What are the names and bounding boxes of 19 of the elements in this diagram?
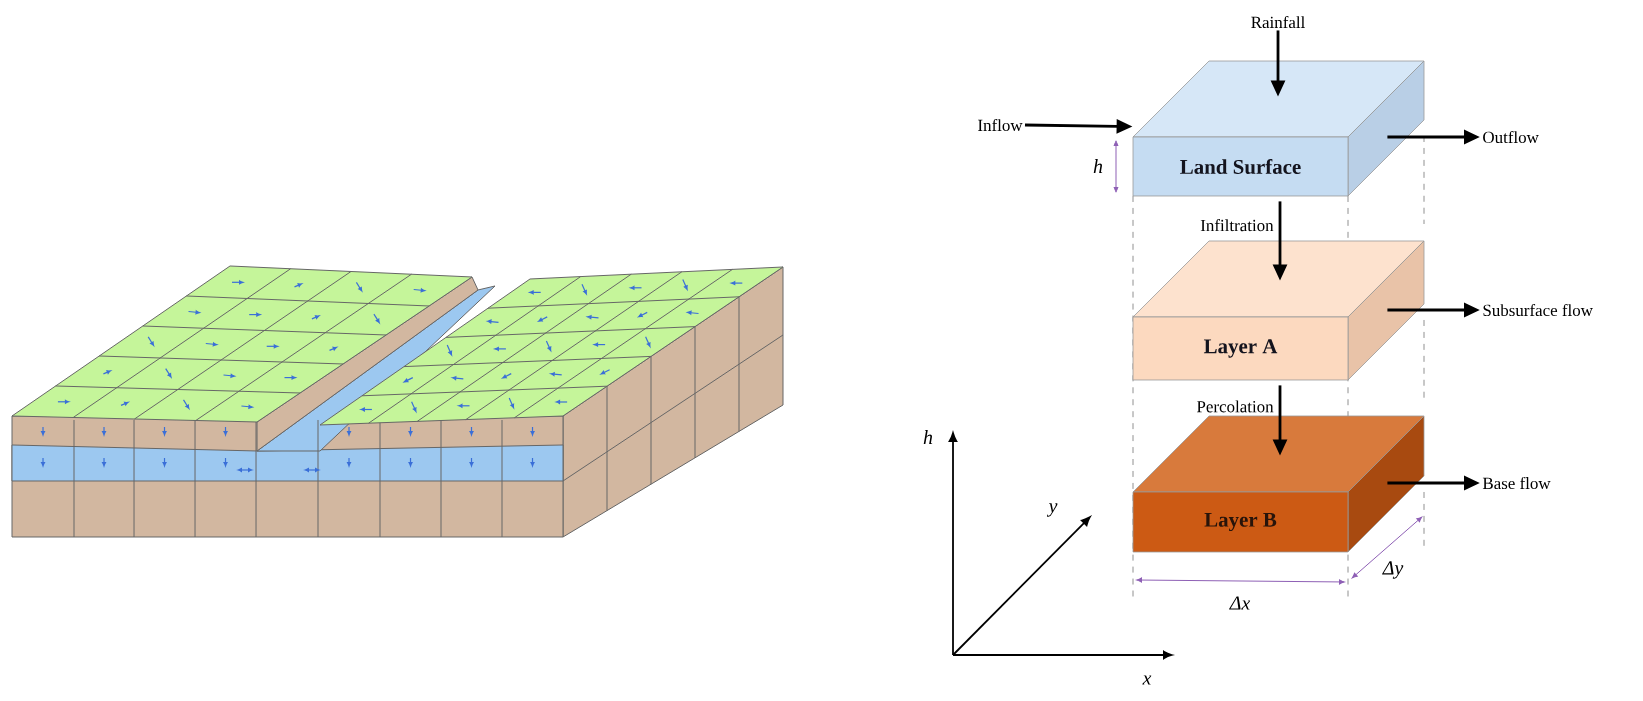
flow-label: Outflow (1483, 130, 1539, 144)
axis-label: x (1142, 675, 1152, 685)
dimension-label: Δy (1382, 561, 1404, 579)
flow-label: Rainfall (1251, 15, 1305, 29)
flow-label: Inflow (978, 118, 1023, 132)
dimension-label: h (1093, 159, 1103, 173)
node-label: Layer A (1203, 339, 1278, 358)
edge-label: Percolation (1194, 398, 1276, 415)
node-label: Layer B (1204, 512, 1277, 532)
layer-block: Layer A (1132, 240, 1425, 381)
dimension-label: Δx (1229, 596, 1251, 610)
node-label: Land Surface (1180, 159, 1301, 174)
flow-label: Subsurface flow (1483, 303, 1593, 317)
flow-label: Base flow (1482, 476, 1551, 490)
layer-block: Layer B (1132, 415, 1425, 553)
axis-label: y (1046, 503, 1058, 517)
axis-label: h (923, 430, 933, 444)
edge-label: Infiltration (1198, 217, 1276, 234)
layer-block: Land Surface (1132, 60, 1425, 197)
